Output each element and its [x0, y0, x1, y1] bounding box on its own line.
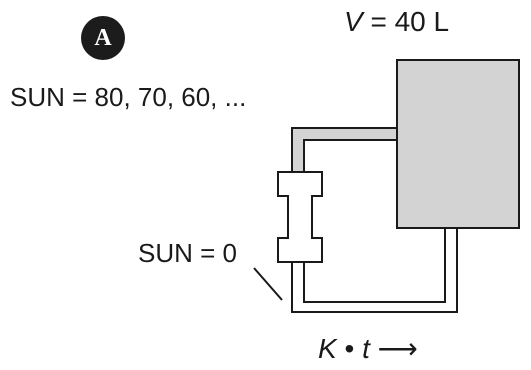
- sun-start-label: SUN = 0: [138, 238, 237, 268]
- tank: [396, 59, 520, 229]
- flow-arrow: ⟶: [377, 333, 418, 364]
- flow-t: t: [362, 333, 370, 364]
- sun-sequence-label: SUN = 80, 70, 60, ...: [10, 82, 247, 112]
- return-tube-outer: [291, 228, 458, 313]
- inlet-tube: [291, 127, 398, 173]
- leader-line: [253, 267, 283, 301]
- panel-label-badge: A: [81, 16, 125, 60]
- return-tube-inner: [303, 228, 446, 303]
- volume-value: 40 L: [394, 6, 450, 37]
- volume-label: V = 40 L: [344, 6, 449, 38]
- volume-equals: =: [370, 6, 387, 37]
- volume-symbol: V: [344, 6, 363, 37]
- flow-k: K: [318, 333, 337, 364]
- flow-dot: •: [344, 333, 355, 364]
- column-cartridge: [277, 171, 323, 263]
- flow-label: K • t ⟶: [318, 332, 418, 365]
